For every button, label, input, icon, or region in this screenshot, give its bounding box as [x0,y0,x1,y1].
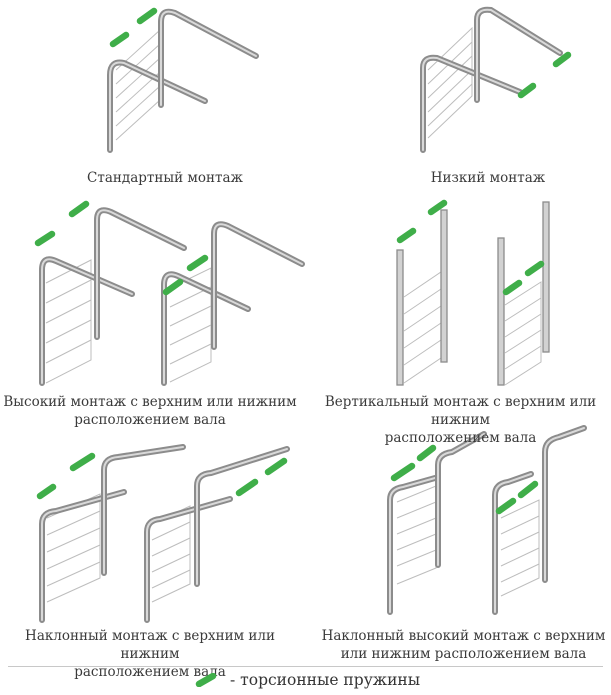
vertical-rail-right-back [542,201,550,353]
torsion-spring [109,7,158,48]
guide-rail-front [107,59,208,153]
guide-rail-front [420,54,523,153]
torsion-spring [502,260,545,296]
guide-rail-front-left [39,256,135,386]
caption-line: расположением вала [74,412,226,428]
guide-rail-back [158,8,259,108]
torsion-spring [390,444,437,482]
inclined-high-mounting-figure [387,425,587,615]
guide-rail-back-right [542,425,587,583]
torsion-spring [517,51,572,99]
caption-line: Наклонный монтаж с верхним или нижним [25,628,275,662]
caption-inclined-high-mounting: Наклонный высокий монтаж с верхним или н… [316,627,611,663]
standard-mounting-figure [107,7,259,153]
door-panels-right [500,499,540,597]
caption-line: расположением вала [74,664,226,680]
door-panels [115,28,161,141]
caption-line: Наклонный высокий монтаж с верхним [321,628,606,644]
torsion-spring-icon [195,672,217,687]
legend: - торсионные пружины [0,669,611,693]
vertical-rail-left-front [396,249,404,386]
torsion-spring [235,457,288,497]
torsion-spring [34,200,90,247]
guide-rail-back-right [194,446,290,587]
vertical-rail-right-front [497,237,505,386]
guide-rail-front-right [492,471,534,615]
door-panels-right [169,267,212,383]
caption-line: Низкий монтаж [430,170,546,186]
torsion-spring [495,480,539,515]
door-panels-left [403,271,442,384]
door-panels-left [45,259,92,384]
legend-divider [8,666,603,667]
caption-line: Вертикальный монтаж с верхним или нижним [324,394,597,428]
inclined-mounting-figure [36,444,290,623]
caption-line: Высокий монтаж с верхним или нижним [3,394,297,410]
guide-rail-back-left [435,431,487,568]
guide-rail-back [474,6,563,103]
torsion-spring [162,254,209,296]
caption-line: Стандартный монтаж [87,170,243,186]
caption-line: расположением вала [384,430,537,446]
door-panels-left [396,485,437,585]
guide-rail-front-right [161,271,251,386]
caption-line: или нижним расположением вала [340,646,587,662]
caption-standard-mounting: Стандартный монтаж [60,169,270,187]
low-mounting-figure [420,6,572,153]
caption-inclined-mounting: Наклонный монтаж с верхним или нижним ра… [0,627,300,681]
legend-text: - торсионные пружины [230,670,421,689]
guide-rail-front-left [387,475,438,615]
guide-rail-back-left [94,207,187,340]
door-panels-right [504,281,542,386]
guide-rail-front-right [144,496,233,623]
caption-high-mounting: Высокий монтаж с верхним или нижним расп… [0,393,300,429]
guide-rail-back-right [211,221,305,350]
caption-low-mounting: Низкий монтаж [388,169,588,187]
guide-rail-back-left [101,444,186,576]
torsion-spring [396,199,448,244]
vertical-mounting-figure [396,199,550,386]
high-mounting-figure [34,200,305,386]
vertical-rail-left-back [440,209,448,363]
torsion-spring [36,452,96,500]
door-panels [427,26,473,139]
guide-rail-front-left [39,489,127,623]
caption-vertical-mounting: Вертикальный монтаж с верхним или нижним… [310,393,611,447]
